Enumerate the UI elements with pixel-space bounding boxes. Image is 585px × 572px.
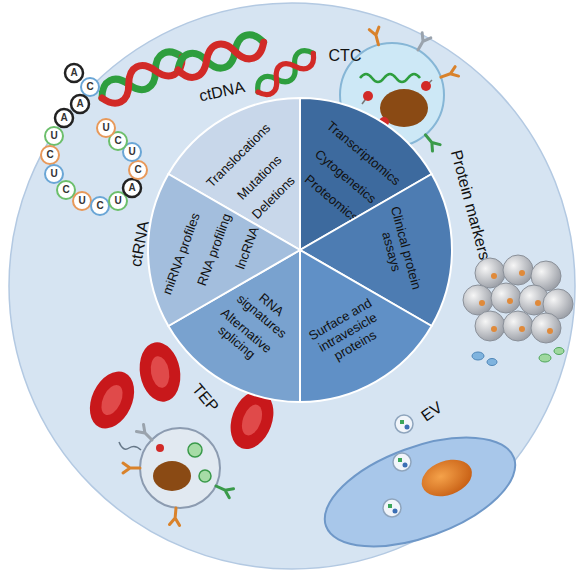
segment-fill [300, 174, 452, 326]
segment-text: Cytogenetics [311, 147, 378, 207]
nucleotide-letter: U [114, 196, 121, 206]
rna-strand [41, 64, 147, 215]
ctc-cell [340, 27, 459, 151]
pie-segment: EVSurface and intravesicle proteins [300, 250, 432, 402]
segment-text: Mutations [235, 153, 285, 203]
segment-text: Translocations [204, 121, 274, 191]
segment-text: Clinical protein assays [370, 194, 427, 306]
segment-text: Proteomics [301, 172, 360, 225]
segment-label: ctRNA [127, 220, 153, 269]
segment-fill [148, 174, 300, 326]
pie-segment: CTCTranscriptomicsCytogeneticsProteomics [300, 98, 432, 250]
ev-cell [311, 415, 530, 568]
nucleotide-letter: C [96, 201, 103, 211]
pie-segment: ctDNATranslocationsMutationsDeletions [168, 98, 300, 250]
nucleotide-letter: C [114, 136, 121, 146]
nucleotide-letter: C [62, 185, 69, 195]
pie-segment: TEPRNA signaturesAlternative splicing [168, 250, 300, 402]
nucleotide-letter: A [128, 183, 135, 193]
nucleotide-letter: A [76, 99, 83, 109]
segment-label: EV [418, 398, 446, 425]
segment-text: miRNA profiles [160, 211, 203, 297]
segment-text: RNA profiling [195, 212, 235, 288]
segment-text: lncRNA [233, 225, 262, 272]
nucleotide-letter: U [50, 131, 57, 141]
segment-label: ctDNA [197, 78, 246, 106]
protein-cluster [463, 255, 573, 366]
nucleotide-letter: A [60, 113, 67, 123]
segment-shape [148, 174, 300, 327]
nucleotide-letter: C [46, 150, 53, 160]
segment-text: Alternative splicing [202, 300, 281, 373]
segment-shape [168, 98, 300, 250]
nucleotide-letter: C [86, 82, 93, 92]
segment-text: Surface and intravesicle proteins [299, 292, 398, 375]
segment-fill [168, 250, 300, 402]
segment-shape [300, 250, 432, 402]
segment-label: CTC [329, 47, 362, 65]
nucleotide-letter: C [134, 165, 141, 175]
segment-text: Transcriptomics [323, 119, 403, 189]
nucleotide-letter: A [70, 68, 77, 78]
segment-text: Deletions [250, 174, 299, 223]
segment-shape [300, 98, 432, 250]
tep-illustration [81, 339, 281, 525]
dna-helix [97, 31, 319, 109]
segment-label: Protein markers [447, 148, 494, 262]
nucleotide-letter: U [50, 169, 57, 179]
segment-text: RNA signatures [229, 276, 303, 345]
segment-label: TEP [188, 380, 222, 416]
segment-shape [168, 250, 300, 402]
pie-segment: ctRNAmiRNA profilesRNA profilinglncRNA [148, 174, 300, 327]
segment-shape [300, 174, 452, 326]
nucleotide-letter: U [128, 147, 135, 157]
segment-fill [168, 98, 300, 250]
pie-segment: Protein markersClinical protein assays [300, 174, 452, 326]
outer-disc [9, 3, 575, 569]
nucleotide-letter: U [102, 123, 109, 133]
nucleotide-letter: U [78, 196, 85, 206]
segment-fill [300, 98, 432, 250]
segment-fill [300, 250, 432, 402]
